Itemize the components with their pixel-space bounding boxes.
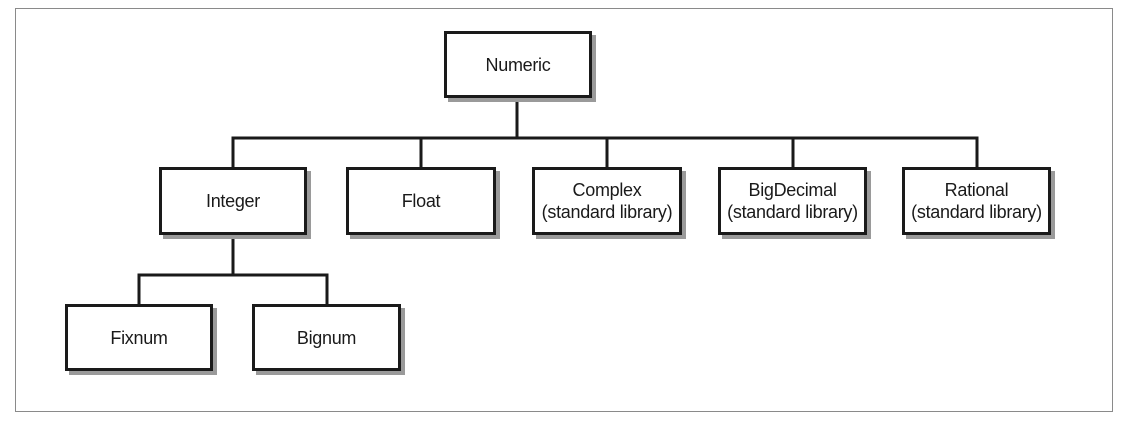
node-float-label: Float [401, 191, 441, 211]
node-fixnum-label: Fixnum [110, 327, 168, 348]
node-fixnum: Fixnum [65, 304, 213, 371]
node-numeric: Numeric [444, 31, 592, 98]
node-complex-label: Complex [572, 180, 642, 200]
node-complex: Complex (standard library) [532, 167, 682, 235]
node-rational-sublabel: (standard library) [911, 202, 1042, 222]
node-numeric-label: Numeric [485, 54, 551, 75]
node-integer-label: Integer [206, 191, 260, 211]
node-complex-sublabel: (standard library) [541, 202, 673, 222]
node-bignum-label: Bignum [296, 327, 357, 348]
node-float: Float [346, 167, 496, 235]
node-rational-label: Rational [944, 180, 1009, 200]
diagram-frame [15, 8, 1113, 412]
node-bigdecimal-label: BigDecimal [748, 180, 837, 200]
node-bigdecimal-sublabel: (standard library) [727, 202, 858, 222]
node-bignum: Bignum [252, 304, 401, 371]
node-rational: Rational (standard library) [902, 167, 1051, 235]
node-integer: Integer [159, 167, 307, 235]
node-bigdecimal: BigDecimal (standard library) [718, 167, 867, 235]
